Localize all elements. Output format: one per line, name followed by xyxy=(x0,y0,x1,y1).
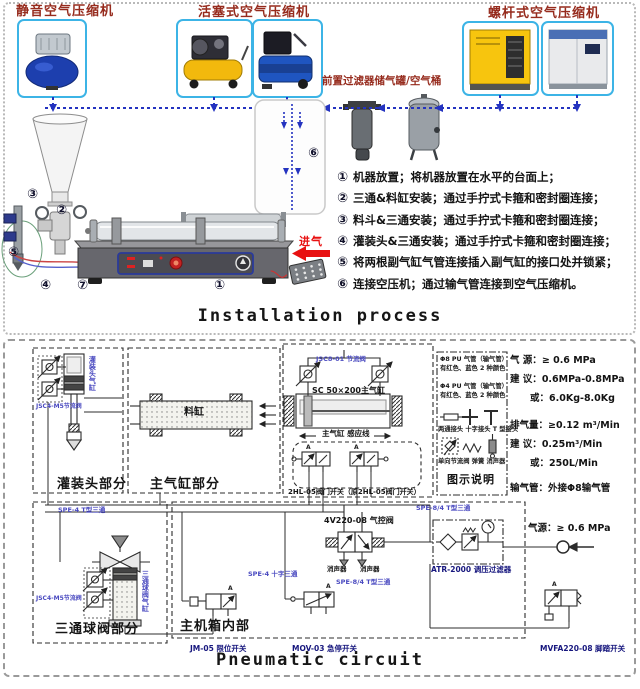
legend-fittings-caption: 两通接头 十字接头 T 型接头 xyxy=(438,426,519,433)
marker-6: ⑥ xyxy=(308,146,320,161)
filling-head-section-label: 灌装头部分 xyxy=(57,477,128,492)
valve-4v220-label: 4V220-08 气控阀 xyxy=(324,516,394,525)
silent-compressor-label: 静音空气压缩机 xyxy=(16,4,115,19)
marker-5: ⑤ xyxy=(8,245,20,260)
port-a-label: A xyxy=(306,444,311,451)
chassis-section-label: 主机箱内部 xyxy=(180,619,251,634)
port-a-label: A xyxy=(228,585,233,592)
spec-air-pipe: 输气管：外接Φ8输气管 xyxy=(510,483,611,494)
piston-compressor-label: 活塞式空气压缩机 xyxy=(198,5,311,20)
spe4-cross-label: SPE-4 十字三通 xyxy=(248,570,298,578)
spec-recommend-1: 建 议：0.6MPa-0.8MPa xyxy=(510,374,625,385)
air-source-label: 气源：≥ 0.6 MPa xyxy=(528,523,611,534)
marker-1: ① xyxy=(214,278,226,293)
screw-compressor-label: 螺杆式空气压缩机 xyxy=(488,6,601,21)
marker-3: ③ xyxy=(27,187,39,202)
legend-pipe4-line1: Φ4 PU 气管（输气管） xyxy=(440,383,508,390)
spec-or-2: 或：250L/Min xyxy=(530,458,598,469)
port-a-label: A xyxy=(326,583,331,590)
material-cylinder-label: 料缸 xyxy=(184,407,204,418)
ball-valve-section-label: 三通球阀部分 xyxy=(55,622,140,637)
spe4-tee-label: SPE-4 T型三通 xyxy=(58,506,106,514)
spec-air-source: 气 源：≥ 0.6 MPa xyxy=(510,355,596,366)
main-cylinder-section-label: 主气缸部分 xyxy=(150,477,221,492)
legend-pipe8-line1: Φ8 PU 气管（输气管） xyxy=(440,356,508,363)
installation-caption: Installation process xyxy=(197,306,443,326)
pneumatic-caption: Pneumatic circuit xyxy=(216,650,424,670)
installation-panel xyxy=(3,2,636,335)
atr-filter-label: ATR-2000 调压过滤器 xyxy=(431,565,512,574)
marker-4: ④ xyxy=(40,278,52,293)
jsc4-ball-label: JSC4-M5节流阀 xyxy=(36,595,82,602)
prefilter-label: 前置过滤器储气罐/空气桶 xyxy=(322,75,442,87)
sensor-line-label: 主气缸 感应线 xyxy=(322,429,370,438)
spec-recommend-2: 建 议：0.25m³/Min xyxy=(510,439,603,450)
foot-switch-label: MVFA220-08 脚踏开关 xyxy=(540,644,626,653)
jm05-switch-label: JM-05 限位开关 xyxy=(190,644,247,653)
main-cylinder-label: SC 50×200主气缸 xyxy=(312,386,385,395)
pneumatic-panel xyxy=(3,339,636,677)
spe84-tee-label-1: SPE-8/4 T型三通 xyxy=(416,504,471,512)
spec-displacement: 排气量：≥0.12 m³/Min xyxy=(510,420,620,431)
legend-pipe8-line2: 有红色、蓝色 2 种颜色 xyxy=(440,365,506,372)
valve-2hl-label: 2HL-05阀门开关（原2HL-05阀门开关） xyxy=(288,488,421,496)
head-cylinder-label: 灌装头气缸 xyxy=(88,356,97,391)
port-a-label: A xyxy=(354,444,359,451)
port-a-label: A xyxy=(552,581,557,588)
muffler-label-left: 消声器 xyxy=(327,565,347,573)
legend-title: 图示说明 xyxy=(447,473,495,486)
jsc8-throttle-label: JSC8-01 节流阀 xyxy=(316,355,366,363)
marker-7: ⑦ xyxy=(77,278,89,293)
marker-2: ② xyxy=(56,203,68,218)
spe84-tee-label-2: SPE-8/4 T型三通 xyxy=(336,578,391,586)
ball-cylinder-label: 三通球阀气缸 xyxy=(141,570,150,612)
mov03-switch-label: MOV-03 急停开关 xyxy=(292,644,358,653)
air-in-label: 进气 xyxy=(299,235,323,248)
spec-or-1: 或：6.0Kg-8.0Kg xyxy=(530,393,615,404)
legend-devices-caption: 单向节流阀 弹簧 消声器 xyxy=(438,458,506,465)
muffler-label-right: 消声器 xyxy=(360,565,380,573)
jsc4-head-label: JSC4-M5节流阀 xyxy=(36,403,82,410)
legend-pipe4-line2: 有红色、蓝色 2 种颜色 xyxy=(440,392,506,399)
